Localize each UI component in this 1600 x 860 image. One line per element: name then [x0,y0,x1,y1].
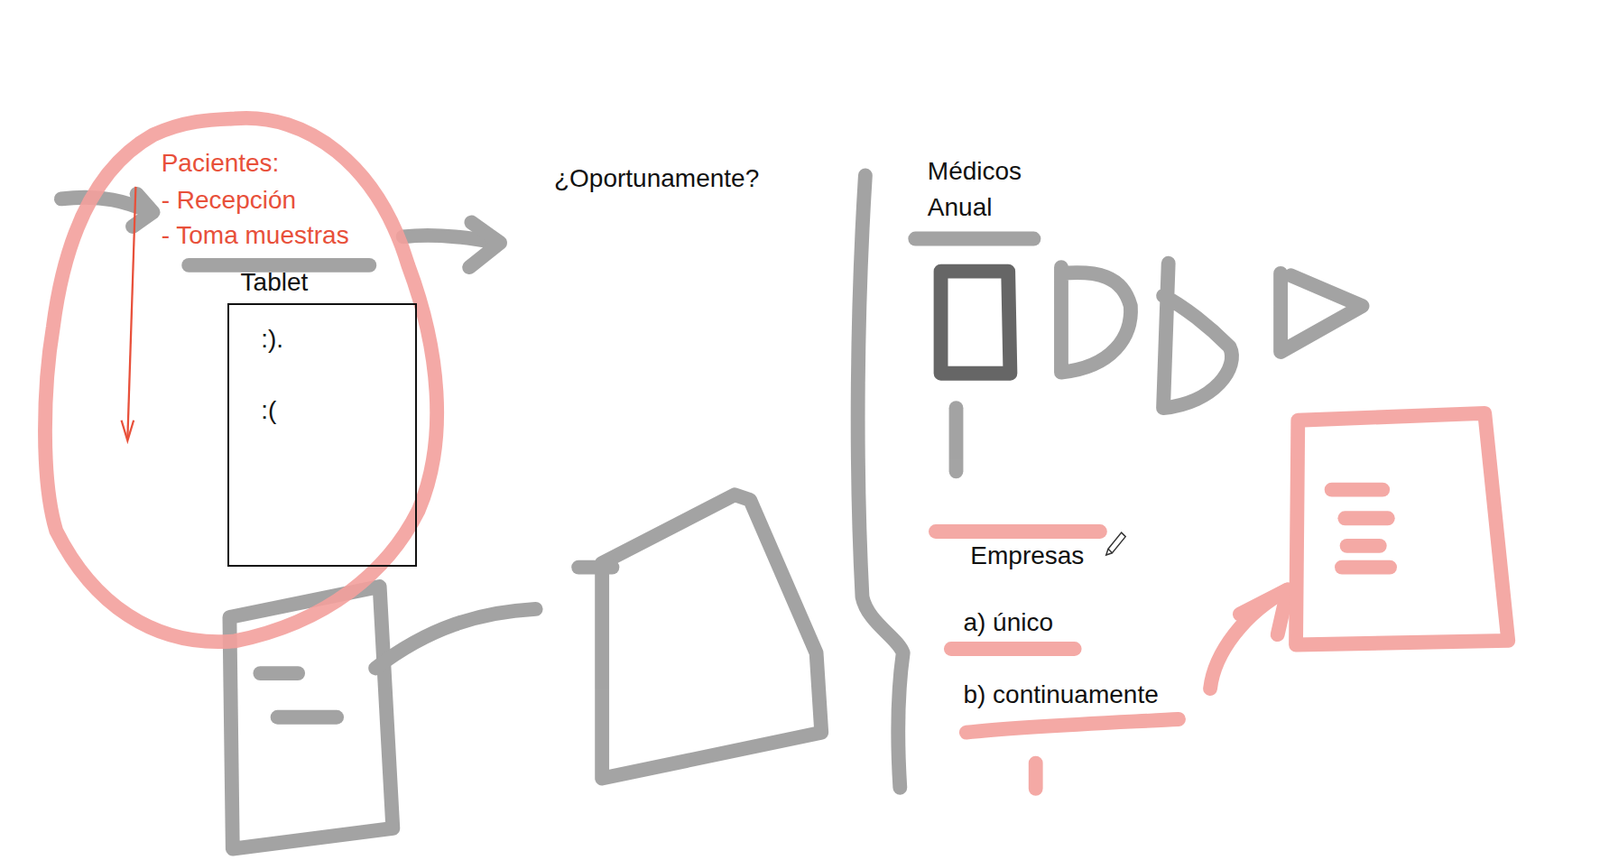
curved-arrow [1210,589,1288,689]
down-arrow [127,186,136,439]
node-text: - Toma muestras [161,220,350,251]
group-heading: Médicos [927,156,1022,187]
option-item: a) único [962,607,1054,639]
document-line [1347,538,1380,554]
curve-stroke [375,609,537,669]
circled-group: Pacientes: - Recepción - Toma muestras [30,107,460,654]
group-note: Anual [927,192,993,223]
tick-stroke [578,560,612,575]
node-text: :). [260,323,284,355]
node-heading: Pacientes: [161,147,280,179]
circle-outline-stroke [45,118,437,642]
letter-d-stroke [1061,267,1131,372]
group-heading: Empresas [970,540,1084,572]
document-line [277,710,338,725]
underline-stroke [935,524,1101,539]
screen-sketch [601,494,822,778]
document-sketch [1295,413,1508,646]
curved-arrowhead [1239,589,1288,635]
underline-stroke [966,719,1179,733]
underline-stroke [951,641,1075,657]
document-sketch [229,586,393,850]
node-heading: Tablet [240,267,309,298]
question-note: ¿Oportunamente? [554,163,759,195]
document-line [1341,560,1390,575]
underline-stroke [915,231,1034,247]
option-item: b) continuamente [962,679,1158,711]
tick-stroke [1028,763,1044,789]
letter-d-stroke [1163,263,1232,409]
tick-stroke [949,407,964,472]
right-arrowhead [469,221,500,268]
triangle-stroke [1280,273,1362,352]
document-line [1331,482,1384,498]
document-line [259,665,298,681]
pencil-cursor [1106,532,1126,555]
document-line [1344,510,1388,526]
node-text: - Recepción [161,184,296,216]
bracket-stroke [858,175,904,787]
node-text: :( [260,395,277,426]
down-arrowhead [121,420,135,442]
dark-box-stroke [941,271,1011,374]
device-box: Tablet:).:( [227,303,417,567]
